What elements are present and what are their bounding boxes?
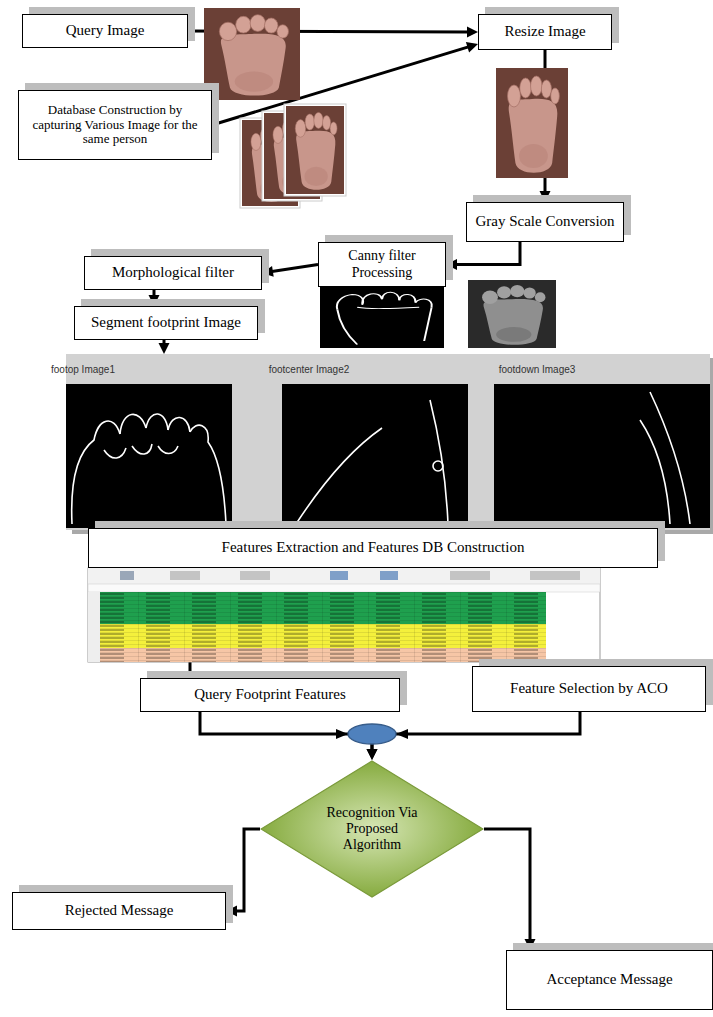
process-box: Query Footprint Features — [140, 678, 400, 712]
flow-connector — [484, 829, 536, 950]
node-label: Recognition Via Proposed Algorithm — [316, 805, 428, 853]
connector-line — [200, 712, 372, 750]
input-box: Query Image — [22, 14, 188, 48]
flow-connector — [367, 712, 581, 760]
resized-photo — [496, 68, 568, 178]
arrow-head — [149, 295, 160, 306]
merge-junction — [336, 724, 408, 744]
node-label: Morphological filter — [112, 264, 234, 281]
node-label: Acceptance Message — [546, 971, 672, 988]
arrow-head — [540, 191, 551, 202]
flow-connector — [159, 340, 170, 354]
arrow-head — [367, 749, 378, 760]
node-label: Rejected Message — [65, 902, 174, 919]
database-box: Database Construction by capturing Vario… — [18, 90, 212, 160]
flow-connector — [149, 290, 160, 306]
output-box: Acceptance Message — [506, 950, 713, 1010]
flow-connector — [446, 242, 520, 270]
arrow-head — [159, 343, 170, 354]
arrow-head — [467, 26, 478, 37]
image-title: footcenter Image2 — [229, 364, 389, 376]
image-title: footop Image1 — [3, 364, 163, 376]
grayscale-photo — [468, 280, 556, 348]
arrow-head — [525, 939, 536, 950]
query-photo — [204, 8, 300, 100]
node-label: Feature Selection by ACO — [510, 680, 668, 697]
process-box: Features Extraction and Features DB Cons… — [88, 528, 658, 568]
connector-line — [456, 242, 520, 265]
node-label: Canny filter Processing — [325, 248, 439, 280]
arrow-head — [262, 266, 274, 277]
database-photos — [240, 104, 346, 208]
node-label: Segment footprint Image — [91, 314, 241, 331]
spreadsheet-image — [88, 568, 600, 662]
connector-line — [236, 829, 260, 911]
connector-line — [484, 829, 530, 940]
arrow-head — [226, 906, 237, 917]
decision-diamond: Recognition Via Proposed Algorithm — [260, 760, 484, 898]
canny-edge-image — [320, 284, 444, 348]
node-label: Features Extraction and Features DB Cons… — [222, 539, 525, 556]
node-label: Resize Image — [504, 23, 585, 40]
process-box: Gray Scale Conversion — [466, 202, 624, 242]
arrow-head — [367, 749, 378, 760]
process-box: Feature Selection by ACO — [472, 666, 706, 712]
arrow-head — [466, 42, 478, 53]
output-box: Rejected Message — [12, 892, 226, 930]
arrow-head — [446, 259, 457, 270]
node-label: Query Footprint Features — [194, 686, 346, 703]
node-label: Query Image — [66, 22, 145, 39]
connector-line — [272, 265, 318, 272]
process-box: Resize Image — [478, 14, 612, 50]
flow-connector — [262, 265, 318, 277]
diamond-outline — [261, 761, 483, 897]
segment-panel: footop Image1footcenter Image2footdown I… — [66, 354, 712, 530]
flow-connector — [226, 829, 260, 917]
image-title: footdown Image3 — [457, 364, 617, 376]
process-box: Segment footprint Image — [74, 306, 258, 340]
process-box: Canny filter Processing — [318, 242, 446, 287]
process-box: Morphological filter — [84, 256, 262, 290]
node-label: Gray Scale Conversion — [475, 213, 614, 230]
node-label: Database Construction by capturing Vario… — [25, 103, 205, 148]
segment-panel-ground — [66, 354, 713, 534]
connector-line — [372, 712, 580, 750]
